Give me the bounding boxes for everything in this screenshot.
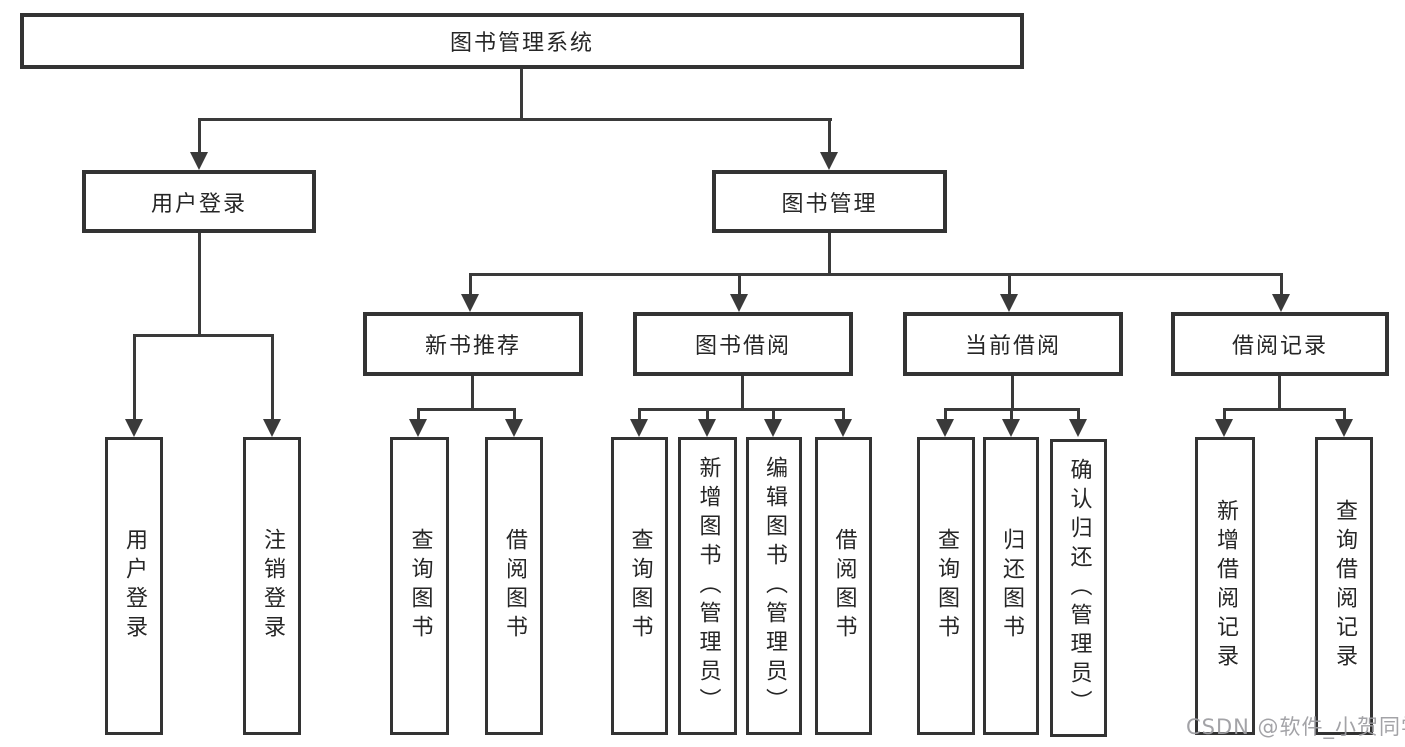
leaf-logout-label: 注销登录	[260, 528, 285, 644]
connector-line	[417, 408, 516, 411]
leaf-query-borrow-record: 查询借阅记录	[1315, 437, 1373, 735]
connector-line	[198, 233, 201, 337]
connector-line	[828, 118, 831, 156]
connector-line	[271, 334, 274, 421]
leaf-query-book-current-label: 查询图书	[934, 528, 959, 644]
leaf-return-book: 归还图书	[983, 437, 1039, 735]
connector-line	[1010, 408, 1013, 422]
connector-line	[1280, 273, 1283, 298]
arrow-down-icon	[125, 419, 143, 437]
arrow-down-icon	[409, 419, 427, 437]
leaf-query-borrow-record-label: 查询借阅记录	[1332, 499, 1357, 673]
connector-line	[772, 408, 775, 422]
connector-line	[741, 376, 744, 411]
node-user-login: 用户登录	[82, 170, 316, 233]
leaf-add-book-admin: 新增图书（管理员）	[678, 437, 737, 735]
arrow-down-icon	[1272, 294, 1290, 312]
connector-line	[1278, 376, 1281, 411]
node-book-management-label: 图书管理	[781, 191, 878, 217]
node-root: 图书管理系统	[20, 13, 1024, 69]
node-book-borrowing-label: 图书借阅	[694, 334, 791, 359]
arrow-down-icon	[834, 419, 852, 437]
connector-line	[198, 118, 832, 121]
node-current-borrowing-label: 当前借阅	[964, 334, 1061, 359]
leaf-confirm-return-admin-label: 确认归还（管理员）	[1066, 457, 1092, 719]
leaf-logout: 注销登录	[243, 437, 301, 735]
node-user-login-label: 用户登录	[150, 191, 247, 217]
leaf-borrow-book-borrowing-label: 借阅图书	[831, 528, 857, 644]
node-book-borrowing: 图书借阅	[633, 312, 853, 376]
leaf-add-book-admin-label: 新增图书（管理员）	[695, 455, 721, 717]
arrow-down-icon	[461, 294, 479, 312]
leaf-borrow-book-borrowing: 借阅图书	[815, 437, 872, 735]
leaf-query-book-recommend: 查询图书	[390, 437, 449, 735]
connector-line	[638, 408, 845, 411]
connector-line	[944, 408, 947, 422]
connector-line	[1343, 408, 1346, 422]
connector-line	[520, 69, 523, 121]
arrow-down-icon	[764, 419, 782, 437]
leaf-return-book-label: 归还图书	[999, 528, 1024, 644]
leaf-edit-book-admin-label: 编辑图书（管理员）	[762, 455, 787, 717]
connector-line	[1077, 408, 1080, 422]
connector-line	[638, 408, 641, 422]
connector-line	[738, 273, 741, 298]
leaf-confirm-return-admin: 确认归还（管理员）	[1050, 439, 1107, 737]
leaf-query-book-recommend-label: 查询图书	[407, 528, 433, 644]
connector-line	[469, 273, 1283, 276]
arrow-down-icon	[505, 419, 523, 437]
node-current-borrowing: 当前借阅	[903, 312, 1123, 376]
node-new-book-recommend-label: 新书推荐	[424, 334, 521, 359]
node-book-management: 图书管理	[712, 170, 947, 233]
arrow-down-icon	[1002, 419, 1020, 437]
node-borrowing-records-label: 借阅记录	[1231, 334, 1328, 359]
arrow-down-icon	[698, 419, 716, 437]
arrow-down-icon	[1335, 419, 1353, 437]
arrow-down-icon	[190, 152, 208, 170]
arrow-down-icon	[820, 152, 838, 170]
csdn-watermark: CSDN @软件_小贺同学	[1186, 715, 1405, 739]
leaf-query-book-current: 查询图书	[917, 437, 975, 735]
connector-line	[842, 408, 845, 422]
arrow-down-icon	[730, 294, 748, 312]
leaf-query-book-borrowing: 查询图书	[611, 437, 668, 735]
arrow-down-icon	[1069, 419, 1087, 437]
arrow-down-icon	[630, 419, 648, 437]
connector-line	[1011, 376, 1014, 411]
node-new-book-recommend: 新书推荐	[363, 312, 583, 376]
connector-line	[198, 118, 201, 156]
leaf-user-login-label: 用户登录	[122, 528, 147, 644]
leaf-add-borrow-record: 新增借阅记录	[1195, 437, 1255, 735]
connector-line	[471, 376, 474, 411]
leaf-query-book-borrowing-label: 查询图书	[627, 528, 653, 644]
connector-line	[1223, 408, 1226, 422]
arrow-down-icon	[936, 419, 954, 437]
arrow-down-icon	[1215, 419, 1233, 437]
connector-line	[133, 334, 136, 421]
leaf-edit-book-admin: 编辑图书（管理员）	[746, 437, 802, 735]
connector-line	[133, 334, 274, 337]
leaf-add-borrow-record-label: 新增借阅记录	[1213, 499, 1238, 673]
connector-line	[828, 233, 831, 276]
connector-line	[513, 408, 516, 422]
connector-line	[1223, 408, 1346, 411]
connector-line	[417, 408, 420, 422]
connector-line	[1008, 273, 1011, 298]
leaf-borrow-book-recommend: 借阅图书	[485, 437, 543, 735]
arrow-down-icon	[1000, 294, 1018, 312]
connector-line	[469, 273, 472, 298]
node-root-label: 图书管理系统	[449, 31, 594, 56]
connector-line	[706, 408, 709, 422]
node-borrowing-records: 借阅记录	[1171, 312, 1389, 376]
leaf-user-login: 用户登录	[105, 437, 163, 735]
leaf-borrow-book-recommend-label: 借阅图书	[502, 528, 527, 644]
arrow-down-icon	[263, 419, 281, 437]
